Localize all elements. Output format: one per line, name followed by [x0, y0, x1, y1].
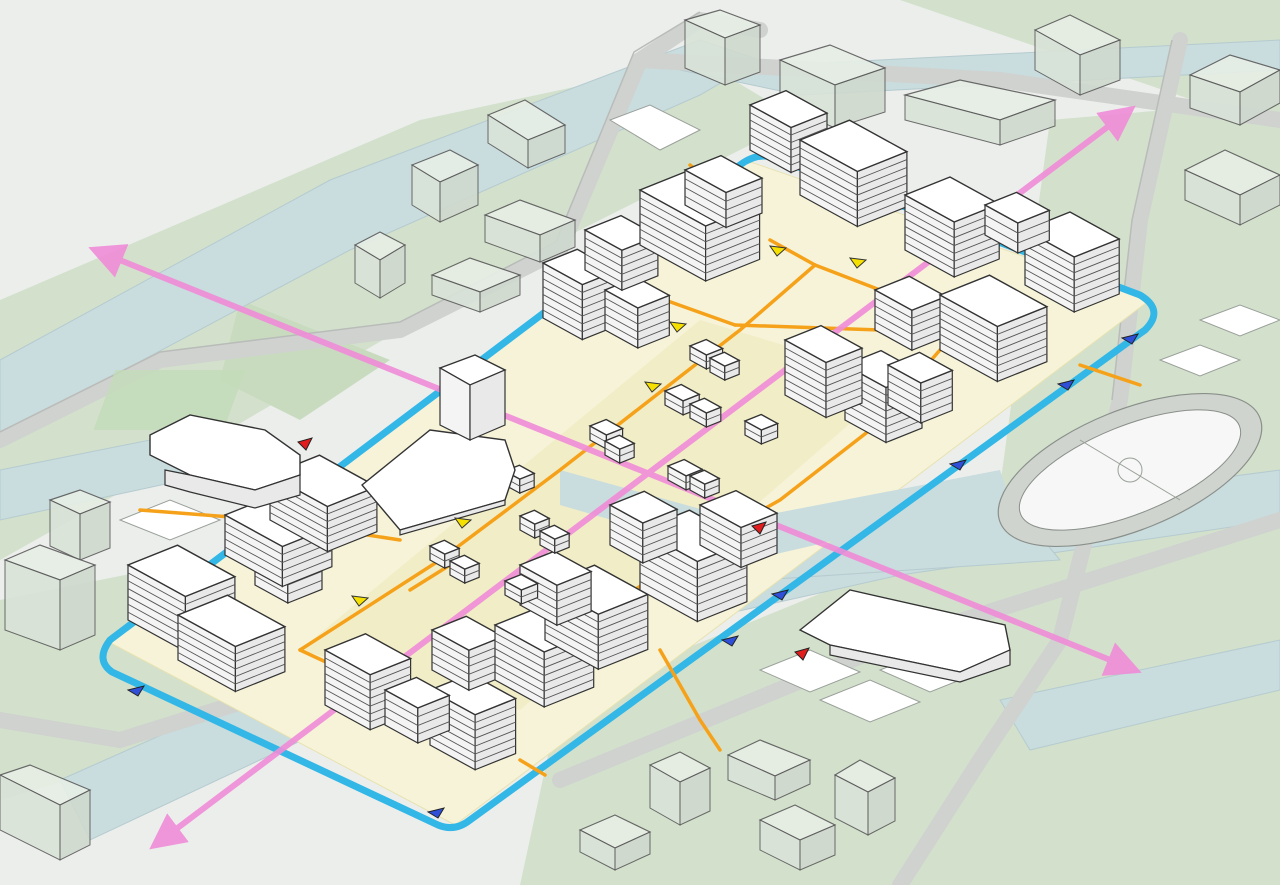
campus-building-block: [448, 554, 481, 585]
campus-building-block: [783, 324, 864, 419]
campus-building-block: [1023, 211, 1121, 314]
red-entrance-markers: [297, 437, 810, 661]
tower-building: [361, 354, 516, 536]
campus-building-block: [873, 275, 948, 352]
campus-building-block: [503, 573, 540, 606]
campus-building-block: [383, 676, 451, 745]
campus-building-block: [663, 383, 701, 416]
campus-building-block: [698, 489, 779, 569]
campus-building-block: [798, 119, 909, 228]
campus-building-block: [603, 276, 671, 350]
campus-building-block: [608, 490, 679, 565]
campus-building-block: [518, 550, 593, 627]
campus-building-block: [886, 351, 954, 425]
campus-building-block: [603, 434, 636, 465]
campus-building-block: [708, 351, 741, 382]
campus-building-block: [688, 397, 723, 429]
campus-building-block: [538, 524, 571, 555]
campus-buildings: [126, 89, 1121, 771]
campus-building-block: [688, 469, 721, 500]
campus-building-block: [938, 274, 1049, 383]
blue-entrance-markers: [126, 333, 1140, 819]
yellow-entrance-markers: [350, 245, 868, 607]
campus-building-block: [743, 413, 780, 446]
campus-building-block: [983, 191, 1051, 255]
curved-building-east: [798, 589, 1011, 683]
campus-building-block: [683, 154, 764, 229]
campus-building-block: [176, 594, 287, 693]
curved-building-west: [149, 414, 301, 509]
